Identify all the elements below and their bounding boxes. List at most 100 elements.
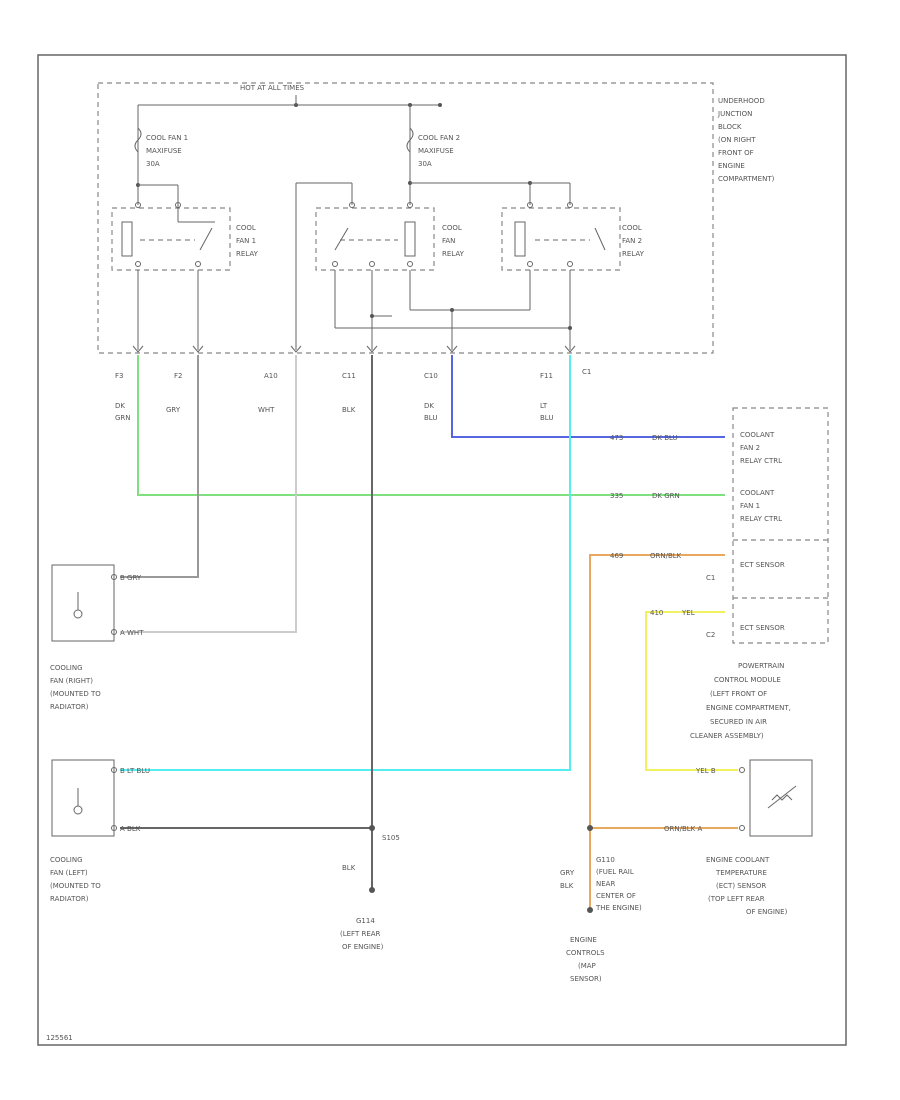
relay-2-coil xyxy=(514,221,526,257)
wire-color-lt-blu: LT xyxy=(540,402,548,410)
bus-junction xyxy=(438,103,442,107)
fuse-2-label: COOL FAN 2 MAXIFUSE 30A xyxy=(418,134,460,168)
ect-pin-a: ORN/BLK A xyxy=(664,825,702,833)
pin-c10: C10 xyxy=(424,372,438,380)
splice-s105-label: S105 xyxy=(382,834,400,842)
svg-text:FAN (LEFT): FAN (LEFT) xyxy=(50,869,88,877)
fan-right-pin-b: B GRY xyxy=(120,574,142,582)
fan-motor-icon xyxy=(73,805,83,815)
svg-text:ENGINE COOLANT: ENGINE COOLANT xyxy=(706,856,770,864)
ect-wire-1: ORN/BLK xyxy=(650,552,682,560)
svg-text:COOLANT: COOLANT xyxy=(740,431,775,439)
ect-wire-2: YEL xyxy=(681,609,695,617)
splice-s105 xyxy=(369,825,375,831)
svg-text:JUNCTION: JUNCTION xyxy=(717,110,752,118)
fan-right-pin-a: A WHT xyxy=(120,629,144,637)
svg-text:RELAY: RELAY xyxy=(622,250,645,258)
wire-color-blk: BLK xyxy=(342,406,356,414)
svg-text:30A: 30A xyxy=(418,160,432,168)
splice-g110 xyxy=(587,825,593,831)
svg-text:(FUEL RAIL: (FUEL RAIL xyxy=(596,868,634,876)
ground-wire-label: BLK xyxy=(342,864,356,872)
svg-text:COOL: COOL xyxy=(622,224,642,232)
svg-text:(TOP LEFT REAR: (TOP LEFT REAR xyxy=(708,895,765,903)
svg-text:FAN 1: FAN 1 xyxy=(740,502,760,510)
fuse-1-label: COOL FAN 1 MAXIFUSE 30A xyxy=(146,134,188,168)
svg-text:FAN (RIGHT): FAN (RIGHT) xyxy=(50,677,93,685)
hot-at-all-times-label: HOT AT ALL TIMES xyxy=(240,84,305,92)
pcm-ect-sensor-1: ECT SENSOR xyxy=(740,561,785,569)
svg-text:(ON RIGHT: (ON RIGHT xyxy=(718,136,756,144)
pcm-connector-c1: C1 xyxy=(706,574,715,582)
svg-text:RELAY CTRL: RELAY CTRL xyxy=(740,515,782,523)
svg-text:SENSOR): SENSOR) xyxy=(570,975,602,983)
svg-text:OF ENGINE): OF ENGINE) xyxy=(746,908,788,916)
svg-text:BLOCK: BLOCK xyxy=(718,123,742,131)
pcm-wire-fan2: DK BLU xyxy=(652,434,678,442)
svg-text:MAXIFUSE: MAXIFUSE xyxy=(146,147,182,155)
block-connectors xyxy=(132,345,576,353)
ground-g114 xyxy=(369,887,375,893)
cooling-fan-right xyxy=(51,564,115,642)
svg-text:UNDERHOOD: UNDERHOOD xyxy=(718,97,765,105)
g110-wire-label: GRY BLK xyxy=(560,869,575,890)
wire-color-gry: GRY xyxy=(166,406,181,414)
svg-text:COOLANT: COOLANT xyxy=(740,489,775,497)
svg-text:FAN 2: FAN 2 xyxy=(622,237,642,245)
svg-text:NEAR: NEAR xyxy=(596,880,615,888)
wire-gry xyxy=(120,355,199,578)
svg-text:COOL FAN 1: COOL FAN 1 xyxy=(146,134,188,142)
wire-color-wht: WHT xyxy=(258,406,275,414)
pcm-pin-fan1: 335 xyxy=(610,492,623,500)
svg-text:BLK: BLK xyxy=(560,882,574,890)
svg-text:RELAY: RELAY xyxy=(236,250,259,258)
cool-fan-1-relay xyxy=(111,207,231,271)
svg-text:30A: 30A xyxy=(146,160,160,168)
relay-1-label: COOL FAN 1 RELAY xyxy=(236,224,259,258)
svg-text:ENGINE COMPARTMENT,: ENGINE COMPARTMENT, xyxy=(706,704,791,712)
svg-text:ENGINE: ENGINE xyxy=(718,162,745,170)
svg-text:FRONT OF: FRONT OF xyxy=(718,149,754,157)
svg-text:COMPARTMENT): COMPARTMENT) xyxy=(718,175,775,183)
svg-text:RELAY: RELAY xyxy=(442,250,465,258)
pcm-ect-sensor-2: ECT SENSOR xyxy=(740,624,785,632)
ect-pin-2: 410 xyxy=(650,609,663,617)
svg-text:(MAP: (MAP xyxy=(578,962,596,970)
pin-f11: F11 xyxy=(540,372,553,380)
svg-text:G110: G110 xyxy=(596,856,615,864)
powertrain-control-module xyxy=(732,407,829,644)
svg-text:RADIATOR): RADIATOR) xyxy=(50,703,89,711)
ground-g110 xyxy=(587,907,593,913)
svg-text:COOL: COOL xyxy=(442,224,462,232)
svg-text:CENTER OF: CENTER OF xyxy=(596,892,636,900)
g110-label: G110 (FUEL RAIL NEAR CENTER OF THE ENGIN… xyxy=(595,856,642,912)
thermistor-icon xyxy=(771,794,793,801)
svg-text:MAXIFUSE: MAXIFUSE xyxy=(418,147,454,155)
svg-text:GRN: GRN xyxy=(115,414,131,422)
diagram-frame xyxy=(37,54,847,1046)
svg-text:RADIATOR): RADIATOR) xyxy=(50,895,89,903)
ect-sensor-label: ENGINE COOLANT TEMPERATURE (ECT) SENSOR … xyxy=(706,856,788,916)
cool-fan-relay xyxy=(315,207,435,271)
ground-g114-label: G114 (LEFT REAR OF ENGINE) xyxy=(340,917,384,951)
relay-1-switch xyxy=(199,227,213,251)
svg-text:SECURED IN AIR: SECURED IN AIR xyxy=(710,718,767,726)
wire-yel xyxy=(645,611,738,771)
svg-text:POWERTRAIN: POWERTRAIN xyxy=(738,662,784,670)
pin-c1: C1 xyxy=(582,368,591,376)
svg-text:FAN 2: FAN 2 xyxy=(740,444,760,452)
fan-motor-icon xyxy=(73,609,83,619)
wire-dk-grn xyxy=(137,355,725,496)
ect-pin-1: 469 xyxy=(610,552,623,560)
svg-text:(LEFT REAR: (LEFT REAR xyxy=(340,930,381,938)
cooling-fan-left xyxy=(51,759,115,837)
relay-2-switch xyxy=(594,227,606,251)
svg-text:BLU: BLU xyxy=(540,414,553,422)
pin-f2: F2 xyxy=(174,372,182,380)
svg-text:(LEFT FRONT OF: (LEFT FRONT OF xyxy=(710,690,767,698)
fan-left-pin-a: A BLK xyxy=(120,825,141,833)
wire-orn-blk xyxy=(589,554,725,910)
svg-text:ENGINE: ENGINE xyxy=(570,936,597,944)
relay-mid-coil xyxy=(404,221,416,257)
